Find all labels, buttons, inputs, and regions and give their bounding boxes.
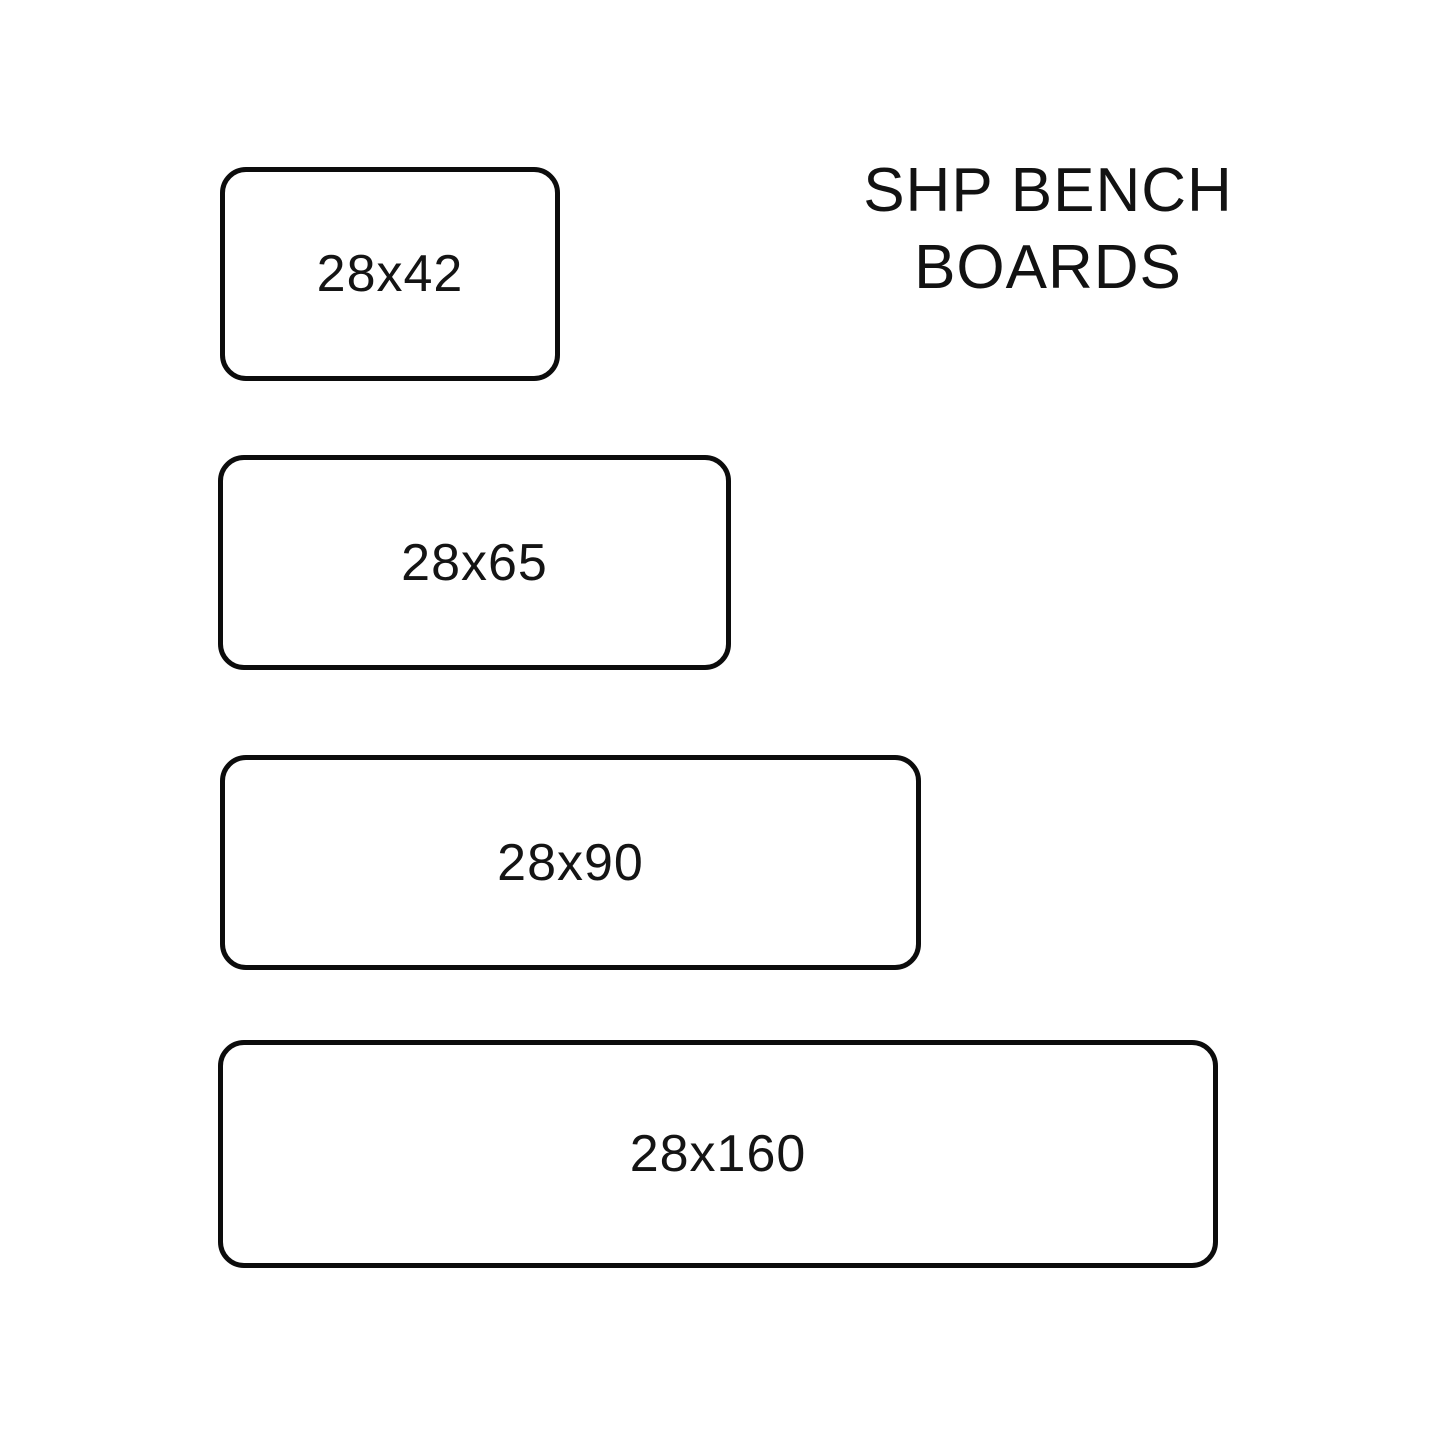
- board-label-28x160: 28x160: [629, 1125, 807, 1183]
- title-line-2: BOARDS: [914, 233, 1182, 302]
- board-28x65: 28x65: [218, 455, 731, 670]
- board-28x160: 28x160: [218, 1040, 1218, 1268]
- title-line-1: SHP BENCH: [863, 156, 1233, 225]
- board-28x90: 28x90: [220, 755, 921, 970]
- board-28x42: 28x42: [220, 167, 560, 381]
- board-label-28x90: 28x90: [497, 833, 644, 892]
- diagram-title: SHP BENCH BOARDS: [848, 152, 1248, 306]
- board-label-28x42: 28x42: [316, 245, 464, 303]
- board-label-28x65: 28x65: [401, 533, 548, 592]
